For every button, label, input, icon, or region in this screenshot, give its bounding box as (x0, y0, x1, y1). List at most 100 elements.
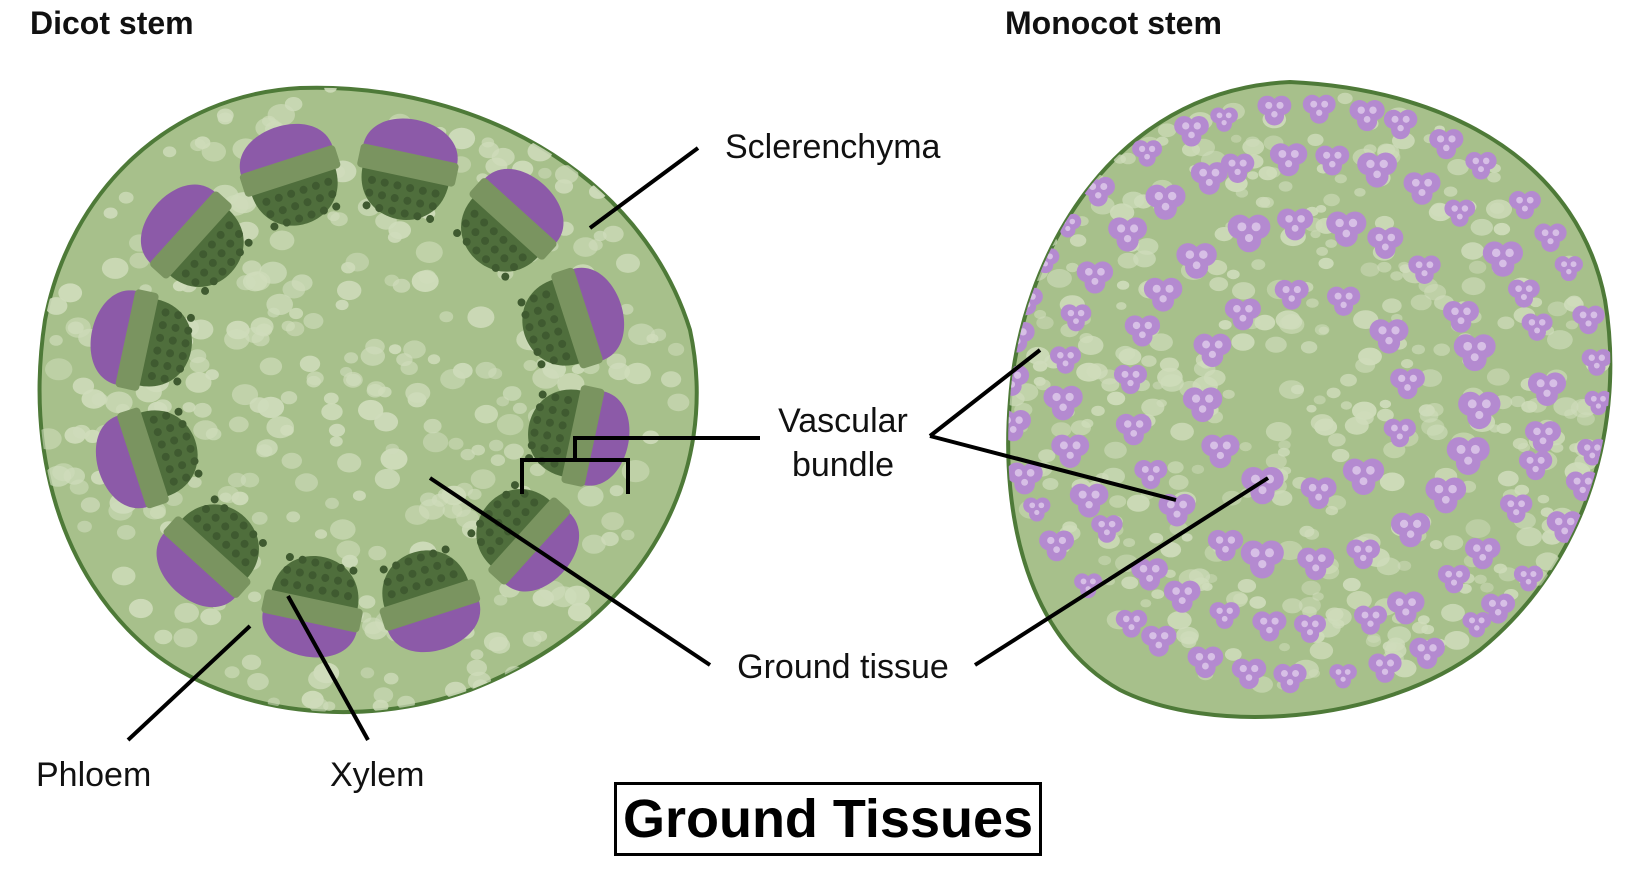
bundle-vessel (1239, 159, 1247, 167)
parenchyma-cell (1547, 301, 1568, 317)
parenchyma-cell (341, 554, 358, 568)
bundle-vessel (1222, 545, 1229, 553)
bundle-vessel (1579, 311, 1587, 319)
xylem-cell (375, 204, 384, 213)
xylem-cell (525, 323, 534, 332)
monocot-vascular-bundle (1145, 184, 1186, 220)
parenchyma-cell (1328, 433, 1346, 447)
bundle-vessel (1301, 620, 1309, 628)
xylem-cell (178, 461, 187, 470)
parenchyma-cell (616, 253, 640, 273)
xylem-cell (541, 331, 550, 340)
bundle-vessel (1456, 213, 1463, 220)
parenchyma-cell (344, 352, 359, 364)
parenchyma-cell (1401, 359, 1414, 369)
xylem-cell (509, 244, 518, 253)
parenchyma-cell (280, 391, 298, 405)
xylem-cell (537, 319, 546, 328)
parenchyma-cell (1051, 422, 1072, 438)
bundle-vessel (1397, 124, 1404, 132)
xylem-cell (199, 250, 208, 259)
bundle-vessel (1345, 292, 1353, 300)
parenchyma-cell (423, 418, 442, 434)
xylem-cell (178, 352, 187, 361)
monocot-vascular-bundle (1446, 437, 1490, 475)
parenchyma-cell (1496, 422, 1512, 434)
bundle-vessel (1399, 519, 1409, 528)
bundle-vessel (1579, 486, 1586, 494)
xylem-cell (274, 193, 283, 202)
parenchyma-cell (1433, 343, 1450, 356)
bundle-vessel (1411, 178, 1420, 187)
bundle-vessel (1367, 620, 1374, 627)
monocot-vascular-bundle (1443, 301, 1479, 333)
xylem-cell (222, 540, 231, 549)
parenchyma-cell (374, 468, 400, 489)
bundle-vessel (1285, 160, 1293, 168)
monocot-vascular-bundle (1513, 565, 1544, 592)
bundle-vessel (1308, 483, 1317, 492)
xylem-cell (166, 349, 175, 358)
monocot-vascular-bundle (1315, 145, 1350, 176)
monocot-vascular-bundle (1527, 372, 1567, 406)
xylem-cell (420, 565, 429, 574)
bundle-vessel (1329, 160, 1336, 168)
bundle-vessel (1103, 529, 1110, 536)
parenchyma-cell (1331, 448, 1350, 463)
bundle-vessel (1211, 168, 1220, 177)
vascular-bundle (95, 407, 203, 509)
bundle-vessel (1590, 311, 1598, 319)
monocot-vascular-bundle (1546, 511, 1583, 543)
bundle-vessel (1369, 106, 1377, 114)
parenchyma-cell (1265, 336, 1287, 353)
bundle-vessel (1526, 196, 1534, 204)
xylem-cell (229, 512, 238, 521)
vascular-bundle-bracket (520, 436, 760, 494)
parenchyma-cell (39, 428, 62, 450)
bundle-vessel (1402, 608, 1410, 616)
phloem-cap (363, 118, 458, 166)
xylem-leader-line (286, 595, 370, 741)
xylem-cell (227, 257, 236, 266)
bundle-vessel (1202, 340, 1211, 349)
bundle-vessel (1184, 587, 1193, 595)
xylem-cell (428, 202, 437, 211)
parenchyma-cell (1066, 262, 1079, 273)
ground-tissue-leader-monocot (973, 476, 1270, 667)
monocot-vascular-bundle (1274, 279, 1309, 310)
ground-tissue-label: Ground tissue (737, 648, 949, 686)
bundle-vessel (1207, 652, 1216, 661)
xylem-cell (416, 553, 425, 562)
xylem-cell (546, 302, 555, 311)
bundle-vessel (1545, 427, 1553, 436)
parenchyma-cell (1281, 314, 1303, 330)
monocot-vascular-bundle (1425, 477, 1467, 514)
xylem-cell (486, 546, 495, 555)
bundle-vessel (1470, 353, 1479, 362)
parenchyma-cell (475, 361, 497, 379)
parenchyma-cell (555, 165, 579, 184)
parenchyma-cell (1443, 535, 1464, 551)
parenchyma-cell (1493, 222, 1511, 236)
parenchyma-cell (1521, 400, 1538, 413)
xylem-cell (418, 186, 427, 195)
bundle-vessel (1239, 664, 1247, 673)
xylem-cell (377, 191, 386, 200)
parenchyma-cell (267, 307, 280, 318)
monocot-vascular-bundle (1231, 658, 1267, 690)
xylem-cell (387, 590, 396, 599)
xylem-cell (305, 583, 314, 592)
parenchyma-cell (1239, 442, 1252, 452)
xylem-cell (201, 505, 210, 514)
xylem-cell (220, 504, 229, 513)
bundle-vessel (1500, 599, 1508, 607)
parenchyma-cell (1160, 374, 1184, 392)
bundle-vessel (1155, 641, 1163, 649)
bundle-vessel (1065, 392, 1074, 402)
xylem-cell (470, 209, 479, 218)
monocot-vascular-bundle (1187, 646, 1224, 678)
parenchyma-cell (1280, 466, 1292, 475)
bundle-vessel (1013, 371, 1022, 379)
parenchyma-cell (245, 271, 271, 291)
parenchyma-cell (1310, 230, 1321, 239)
